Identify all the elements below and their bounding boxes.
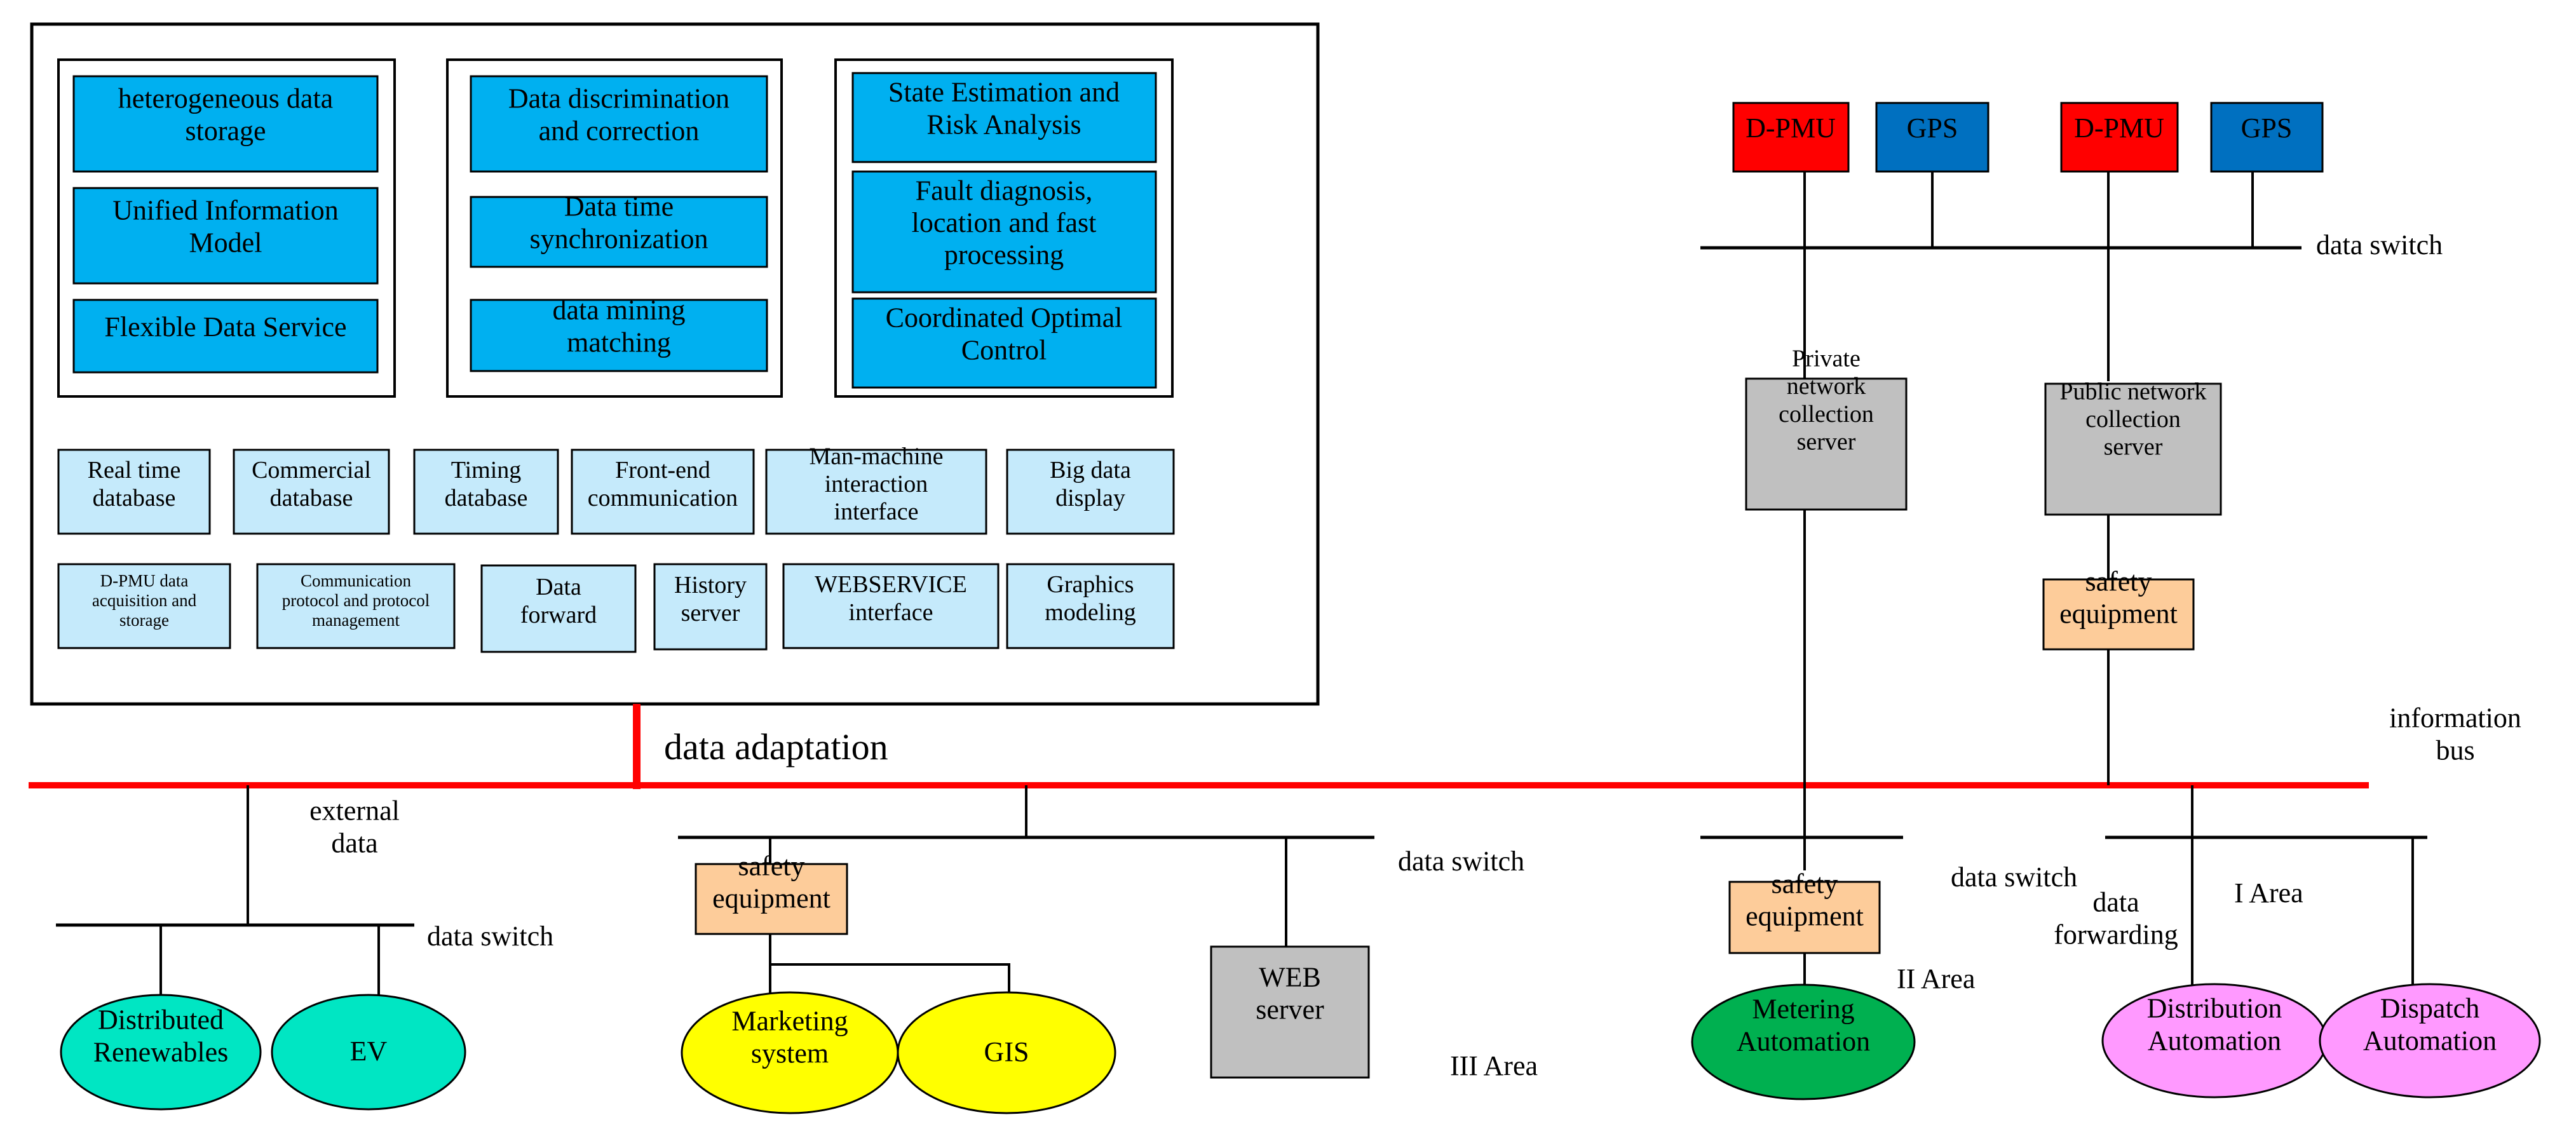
iii-data-switch-label: data switch [1398,846,1524,877]
service-communication-protocol [256,563,456,649]
web-server [1210,945,1370,1079]
gis-node [897,991,1116,1114]
module-time-synchronization [470,196,768,268]
area-i-label: I Area [2234,877,2303,909]
module-data-discrimination [470,75,768,173]
service-graphics-modeling [1006,563,1175,649]
service-dpmu-acquisition [57,563,231,649]
module-flexible-data-service-label: Flexible Data Service [104,311,346,342]
dpmu-box-1 [1732,102,1850,173]
distributed-renewables-node [60,994,262,1111]
module-unified-information-model [72,187,379,285]
dpmu-box-1-label: D-PMU [1746,112,1836,144]
dpmu-box-2 [2060,102,2179,173]
safety-equipment-iii [695,863,848,935]
group-1-frame [57,58,396,398]
dpmu-box-2-label: D-PMU [2074,112,2164,144]
private-network-server [1745,377,1908,511]
gis-label: GIS [984,1036,1029,1067]
gps-box-1-label: GPS [1907,112,1958,144]
module-coordinated-control [851,297,1157,389]
data-adaptation-label: data adaptation [664,726,888,767]
ev-label: EV [350,1036,388,1067]
service-data-forward [480,564,637,653]
group-3-frame [834,58,1174,398]
service-webservice-interface [782,563,1000,649]
service-big-data-display [1006,449,1175,535]
ii-data-switch-label: data switch [1951,862,2077,893]
safety-equipment-ii [1728,881,1881,954]
gps-box-1 [1875,102,1990,173]
service-front-end-communication [571,449,755,535]
area-iii-label: III Area [1450,1050,1538,1081]
group-2-frame [446,58,783,398]
ext-data-switch-label: data switch [427,921,553,952]
area-ii-label: II Area [1897,963,1975,994]
module-heterogeneous-storage [72,75,379,173]
gps-box-2-label: GPS [2241,112,2293,144]
service-commercial-database [233,449,390,535]
top-data-switch-label: data switch [2316,229,2443,260]
module-fault-diagnosis [851,170,1157,294]
dispatch-automation-node [2319,983,2541,1099]
safety-equipment-top [2042,578,2195,651]
gps-box-2 [2210,102,2324,173]
ev-node [271,994,466,1111]
service-man-machine-interface [765,449,987,535]
metering-automation-node [1691,984,1916,1100]
link-safety-gis [770,963,1010,994]
module-flexible-data-service [72,299,379,374]
service-history-server [653,563,768,651]
module-data-mining [470,299,768,372]
service-timing-database [413,449,559,535]
service-real-time-database [57,449,211,535]
public-network-server [2044,382,2222,516]
module-state-estimation [851,72,1157,163]
